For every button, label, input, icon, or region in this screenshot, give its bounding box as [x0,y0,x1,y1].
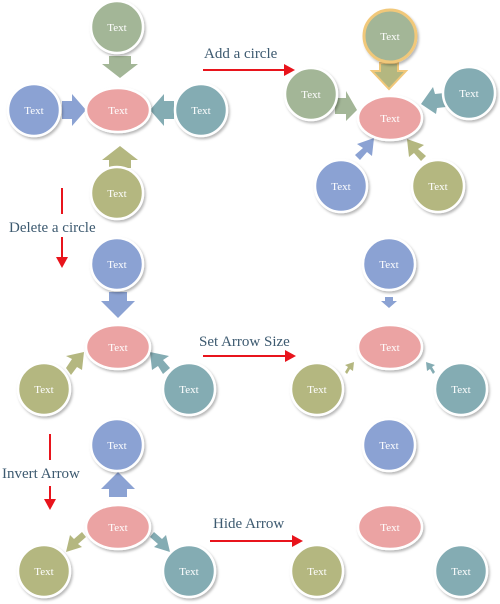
circle-lower-right: Text [433,543,489,599]
node-text: Text [428,181,447,193]
circle-top: Text [89,236,145,292]
circle-lower-left: Text [289,543,345,599]
ellipse-center: Text [84,503,152,551]
arrow-down-highlighted [369,62,409,91]
node-text: Text [107,188,126,200]
node-text: Text [451,566,470,578]
node-text: Text [107,440,126,452]
arrow-left-diag [421,87,446,114]
arrow-downleft-inverted [66,532,86,552]
node-text: Text [34,384,53,396]
ellipse-center: Text [356,503,424,551]
circle-lower-right: Text [161,361,217,417]
node-text: Text [331,181,350,193]
arrow-right-diag [335,91,357,121]
arrow-left [150,94,174,126]
circle-upper-left: Text [283,66,339,122]
node-text: Text [307,384,326,396]
arrow-upright-diag [355,138,374,160]
transition-invert: Invert Arrow [2,434,80,510]
ellipse-center: Text [84,86,152,134]
arrow-downright-inverted [150,532,170,552]
diagram-added: Text Text Text Text Text Text [283,8,497,214]
red-arrow-right-icon [292,535,303,547]
transition-add: Add a circle [203,46,295,76]
arrow-down [101,292,135,318]
transition-size: Set Arrow Size [199,334,296,362]
node-text: Text [107,259,126,271]
arrow-upright-diag [66,352,84,375]
diagram-deleted: Text Text Text Text [16,236,217,417]
node-text: Text [380,31,399,43]
circle-lower-right: Text [410,158,466,214]
transition-delete: Delete a circle [9,188,96,268]
diagram-original: Text Text Text Text Text [6,0,229,221]
node-text: Text [379,259,398,271]
ellipse-center: Text [84,323,152,371]
label-set-arrow-size: Set Arrow Size [199,334,290,350]
node-text: Text [307,566,326,578]
node-text: Text [451,384,470,396]
ellipse-center: Text [356,94,424,142]
node-text: Text [108,105,127,117]
circle-top: Text [361,236,417,292]
circle-upper-right: Text [441,65,497,121]
circle-left: Text [6,82,62,138]
arrow-down [102,56,138,78]
transition-hide: Hide Arrow [210,516,303,547]
circle-top-new: Text [362,8,418,64]
circle-lower-left: Text [313,158,369,214]
node-text: Text [108,522,127,534]
node-text: Text [34,566,53,578]
node-text: Text [301,89,320,101]
circle-lower-left: Text [16,543,72,599]
label-hide-arrow: Hide Arrow [213,516,284,532]
arrow-upright-small [345,362,354,374]
circle-lower-left: Text [289,361,345,417]
node-text: Text [379,440,398,452]
label-invert-arrow: Invert Arrow [2,466,80,482]
diagram-hidden: Text Text Text Text [289,417,489,599]
circle-bottom: Text [89,165,145,221]
node-text: Text [191,105,210,117]
circle-lower-left: Text [16,361,72,417]
node-text: Text [179,566,198,578]
arrow-right [62,94,86,126]
circle-top: Text [89,0,145,55]
arrow-upleft-diag [150,352,170,374]
red-arrow-down-icon [56,257,68,268]
node-text: Text [107,22,126,34]
node-text: Text [380,113,399,125]
arrow-upleft-small [426,362,435,374]
node-text: Text [24,105,43,117]
diagram-inverted: Text Text Text Text [16,417,217,599]
circle-lower-right: Text [433,361,489,417]
node-text: Text [108,342,127,354]
label-add-circle: Add a circle [204,46,278,62]
red-arrow-down-icon [44,499,56,510]
diagram-small-arrows: Text Text Text Text [289,236,489,417]
circle-lower-right: Text [161,543,217,599]
arrow-upleft-diag [407,139,426,161]
circle-right: Text [173,82,229,138]
red-arrow-right-icon [284,64,295,76]
red-arrow-right-icon [285,350,296,362]
circle-top: Text [89,417,145,473]
arrow-down-small [381,297,397,308]
node-text: Text [380,342,399,354]
label-delete-circle: Delete a circle [9,220,96,236]
arrow-up [102,146,138,168]
node-text: Text [179,384,198,396]
ellipse-center: Text [356,323,424,371]
arrow-up-inverted [101,472,135,497]
node-text: Text [459,88,478,100]
node-text: Text [380,522,399,534]
circle-top: Text [361,417,417,473]
